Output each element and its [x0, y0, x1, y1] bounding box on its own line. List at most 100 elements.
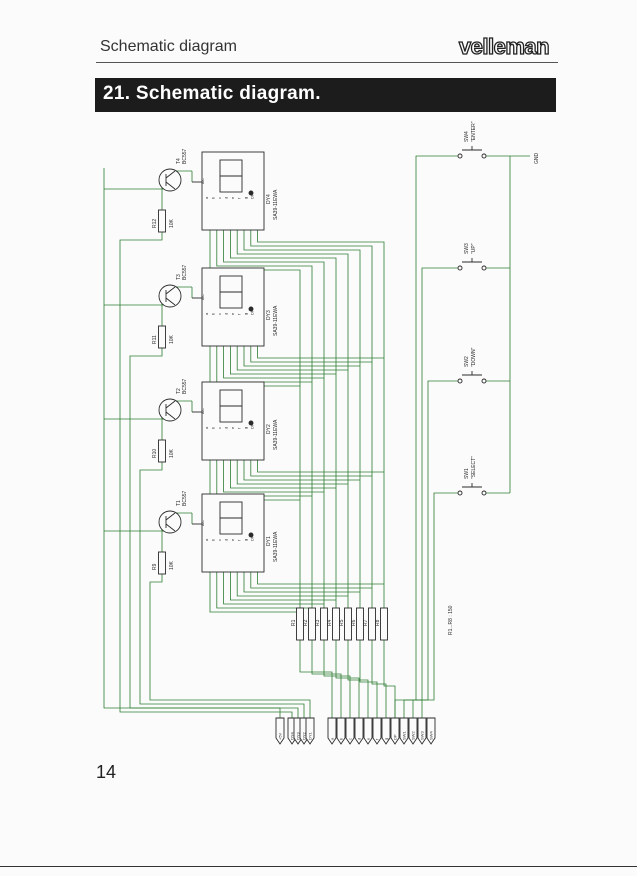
segment-resistor [356, 607, 364, 641]
display-pin-label: e [230, 196, 235, 199]
bottom-rule [0, 866, 637, 867]
segment-wire [257, 460, 385, 584]
display-pin-label: d [224, 539, 229, 541]
display-pin-label: d [224, 313, 229, 315]
segment-to-connector [323, 640, 351, 718]
display-pin-label: DP [250, 309, 255, 315]
display-pin-label: c [217, 427, 222, 429]
segment-wire [236, 346, 349, 484]
display-pin-label: b [211, 426, 216, 429]
transistor-emitter [165, 181, 176, 190]
display-pin-label: DP [250, 535, 255, 541]
connector-pin [408, 717, 418, 745]
connector-pin-label: a [330, 737, 335, 740]
segment-resistor [296, 607, 304, 641]
segment-resistor-label: R7 [363, 619, 369, 626]
transistor-collector [165, 400, 176, 409]
display-pin-label: g [243, 539, 248, 541]
connector-pin [327, 717, 337, 745]
display-pin-label: f [237, 427, 242, 429]
decimal-point [248, 532, 254, 538]
pnp-transistor [158, 398, 182, 422]
segment-wire [223, 230, 325, 378]
display-pin-label: f [237, 197, 242, 199]
switch-contact [481, 153, 487, 159]
display-pin-label: e [230, 426, 235, 429]
transistor-ref: T2 [176, 388, 182, 394]
segment-wire [223, 460, 325, 604]
base-resistor-ref: R11 [152, 335, 158, 344]
base-resistor [158, 551, 166, 575]
connector-pin [305, 717, 315, 745]
switch-label: "UP" [471, 243, 477, 254]
connector-pin [372, 717, 382, 745]
display-ref: DY1 [266, 536, 272, 546]
display-common-label: A/C [201, 408, 205, 414]
digit-select-wire [149, 574, 311, 718]
base-resistor-ref: R12 [152, 219, 158, 228]
switch-to-connector [403, 380, 458, 718]
display-ref: DY4 [266, 194, 272, 204]
pnp-transistor [158, 510, 182, 534]
segment-resistor-label: R6 [351, 619, 357, 626]
connector-pin-label: SW2 [411, 731, 416, 740]
segment-resistor [320, 607, 328, 641]
transistor-part: BC557 [182, 378, 188, 394]
display-pin-label: c [217, 539, 222, 541]
page-header-title: Schematic diagram [100, 38, 237, 55]
connector-pin-label: e [366, 737, 371, 740]
display-pin-label: d [224, 427, 229, 429]
decimal-point [248, 190, 254, 196]
digit-select-wire [139, 462, 305, 718]
display-pin-label: a [204, 196, 209, 199]
segment-to-connector [311, 640, 342, 718]
connector-pin-label: d [357, 738, 362, 740]
connector-pin [354, 717, 364, 745]
switch-contact [457, 265, 463, 271]
segment-resistor-label: R8 [375, 619, 381, 626]
seven-seg-display [201, 151, 265, 231]
base-resistor [158, 325, 166, 349]
segment-wire [257, 230, 385, 358]
switch-label: "SELECT" [471, 456, 477, 479]
switch-ref: SW3 [464, 243, 470, 254]
switch-contact [457, 153, 463, 159]
seven-seg-display [201, 381, 265, 461]
display-pin-label: e [230, 312, 235, 315]
title-bar: 21. Schematic diagram. [95, 78, 556, 112]
transistor-part: BC557 [182, 264, 188, 280]
segment-wire [257, 572, 385, 608]
segment-wire [250, 346, 373, 476]
connector-pin [390, 717, 400, 745]
segment-wire [229, 460, 337, 600]
segment-to-connector [335, 640, 360, 718]
transistor-ref: T4 [176, 158, 182, 164]
connector-pin-label: c [348, 738, 353, 740]
display-pin-label: c [217, 197, 222, 199]
connector-pin [363, 717, 373, 745]
base-resistor-value: 10K [169, 448, 175, 458]
display-pin-label: a [204, 538, 209, 541]
segment-resistor-label: R5 [339, 619, 345, 626]
segment-wire [243, 460, 361, 592]
segment-resistor [308, 607, 316, 641]
base-resistor-value: 10K [169, 560, 175, 570]
display-common-label: A/C [201, 520, 205, 526]
segment-to-connector [359, 640, 378, 718]
switch-ref: SW1 [464, 468, 470, 479]
display-pin-label: d [224, 197, 229, 199]
base-resistor-ref: R10 [152, 449, 158, 458]
switch-contact [481, 265, 487, 271]
segment-wire [229, 572, 337, 608]
switch-label: "DOWN" [471, 347, 477, 367]
transistor-collector [165, 512, 176, 521]
segment-wire [223, 572, 325, 608]
display-pin-label: e [230, 538, 235, 541]
segment-resistor [380, 607, 388, 641]
transistor-collector [165, 286, 176, 295]
pnp-transistor [158, 284, 182, 308]
digit-select-wire [129, 348, 299, 718]
connector-pin-label: g [384, 738, 389, 740]
display-pin-label: b [211, 196, 216, 199]
